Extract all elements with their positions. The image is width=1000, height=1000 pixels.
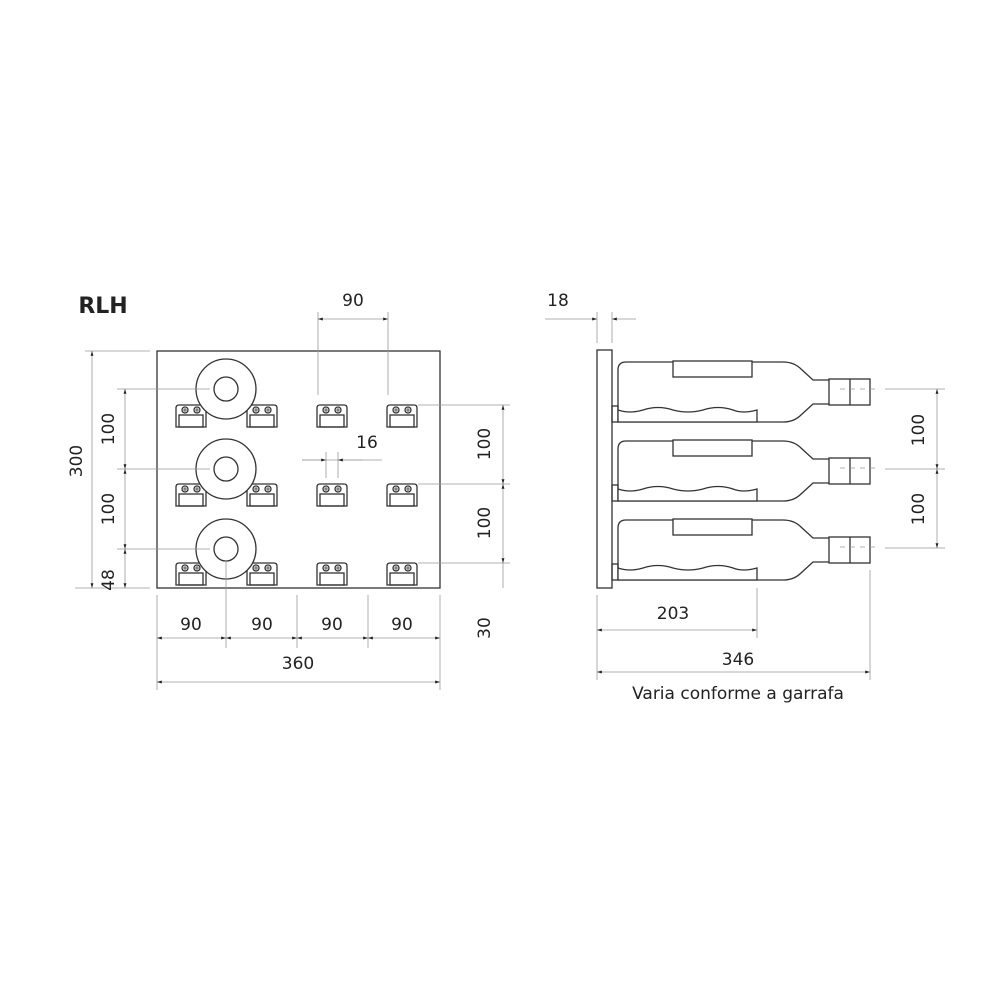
dim-bottom-offset: 48 xyxy=(99,569,119,591)
bottle-2 xyxy=(611,439,881,502)
bottle-ends xyxy=(195,358,257,580)
dim-side-row-2: 100 xyxy=(909,493,929,525)
dim-width: 360 xyxy=(282,654,314,674)
dimension-lines xyxy=(75,312,510,690)
side-panel xyxy=(596,349,613,589)
dim-right-row-2: 100 xyxy=(475,507,495,539)
dim-thickness: 18 xyxy=(547,291,569,311)
dim-side-row-1: 100 xyxy=(909,414,929,446)
side-view: 18 100 100 203 346 Varia conforme a garr… xyxy=(545,291,945,704)
dim-total-depth: 346 xyxy=(722,650,754,670)
dim-column-4: 90 xyxy=(391,615,413,635)
dim-top-spacing: 90 xyxy=(342,291,364,311)
dim-bracket-width: 16 xyxy=(356,433,378,453)
dim-right-row-1: 100 xyxy=(475,428,495,460)
side-dimension-lines xyxy=(545,312,945,680)
caption: Varia conforme a garrafa xyxy=(632,684,844,704)
front-view: 90 300 100 100 48 16 100 100 30 90 90 90… xyxy=(67,291,510,690)
bottle-1 xyxy=(611,360,881,423)
dim-right-bottom: 30 xyxy=(475,617,495,639)
dim-left-row-2: 100 xyxy=(99,493,119,525)
dim-left-row-1: 100 xyxy=(99,413,119,445)
dim-rail-depth: 203 xyxy=(657,604,689,624)
dim-column-2: 90 xyxy=(251,615,273,635)
back-panel xyxy=(156,350,441,589)
dim-height: 300 xyxy=(67,445,87,477)
dim-column-3: 90 xyxy=(321,615,343,635)
bottle-3 xyxy=(611,518,881,581)
model-title: RLH xyxy=(78,294,127,319)
dim-column-1: 90 xyxy=(180,615,202,635)
